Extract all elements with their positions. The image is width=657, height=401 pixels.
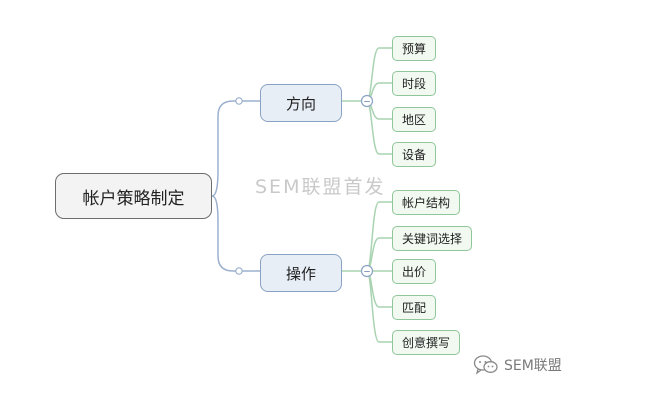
leaf-topic[interactable]: 帐户结构 (392, 190, 461, 215)
connector-dot-branch-2 (235, 267, 243, 275)
leaf-topic[interactable]: 设备 (392, 142, 437, 167)
leaf-topic[interactable]: 时段 (392, 71, 437, 96)
branch-topic-direction[interactable]: 方向 (260, 84, 342, 122)
leaf-topic[interactable]: 创意撰写 (392, 330, 461, 355)
root-topic[interactable]: 帐户策略制定 (55, 173, 212, 219)
leaf-topic[interactable]: 关键词选择 (392, 226, 473, 251)
leaf-topic[interactable]: 预算 (392, 36, 437, 61)
branch-topic-operation[interactable]: 操作 (260, 254, 342, 292)
leaf-topic[interactable]: 匹配 (392, 295, 437, 320)
connector-dot-branch-1 (235, 97, 243, 105)
collapse-symbol: − (363, 268, 371, 278)
watermark-text: SEM联盟首发 (255, 176, 386, 198)
connector-root-branch-1 (211, 100, 260, 197)
leaf-topic[interactable]: 出价 (392, 259, 437, 284)
collapse-toggle-branch-2[interactable]: − (360, 264, 374, 278)
collapse-symbol: − (363, 98, 371, 108)
brand-mark: SEM联盟 (473, 354, 562, 376)
leaf-topic[interactable]: 地区 (392, 107, 437, 132)
connector-leaf-1-4 (366, 100, 392, 155)
connector-leaf-1-1 (366, 47, 392, 102)
connector-root-branch-2 (211, 195, 260, 272)
collapse-toggle-branch-1[interactable]: − (360, 94, 374, 108)
wechat-icon (473, 355, 498, 375)
brand-text: SEM联盟 (504, 358, 562, 374)
